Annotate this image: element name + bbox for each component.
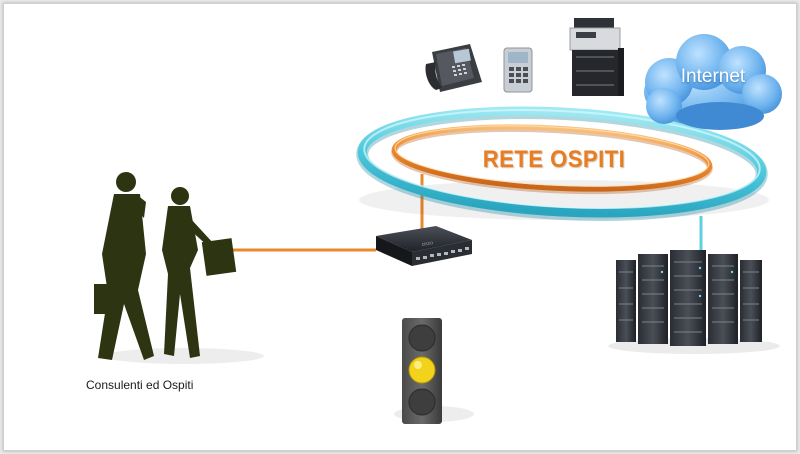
guest-network-ring <box>356 106 768 222</box>
printer-icon <box>569 18 624 96</box>
svg-text:cisco: cisco <box>421 240 433 248</box>
keypad-phone-icon <box>503 47 533 93</box>
traffic-light-icon <box>394 318 474 424</box>
people-caption: Consulenti ed Ospiti <box>86 378 194 392</box>
server-unit <box>616 250 762 346</box>
links <box>232 174 703 252</box>
server-rack-icon <box>608 250 780 354</box>
network-label: RETE OSPITI <box>482 146 626 173</box>
cloud-icon <box>644 34 782 130</box>
people-silhouette-icon <box>94 172 264 364</box>
cloud-label: Internet <box>680 66 746 87</box>
network-diagram: cisco <box>94 18 782 424</box>
switch-icon: cisco <box>376 226 472 266</box>
diagram-frame: cisco <box>3 3 797 451</box>
desk-phone-icon <box>425 44 482 92</box>
